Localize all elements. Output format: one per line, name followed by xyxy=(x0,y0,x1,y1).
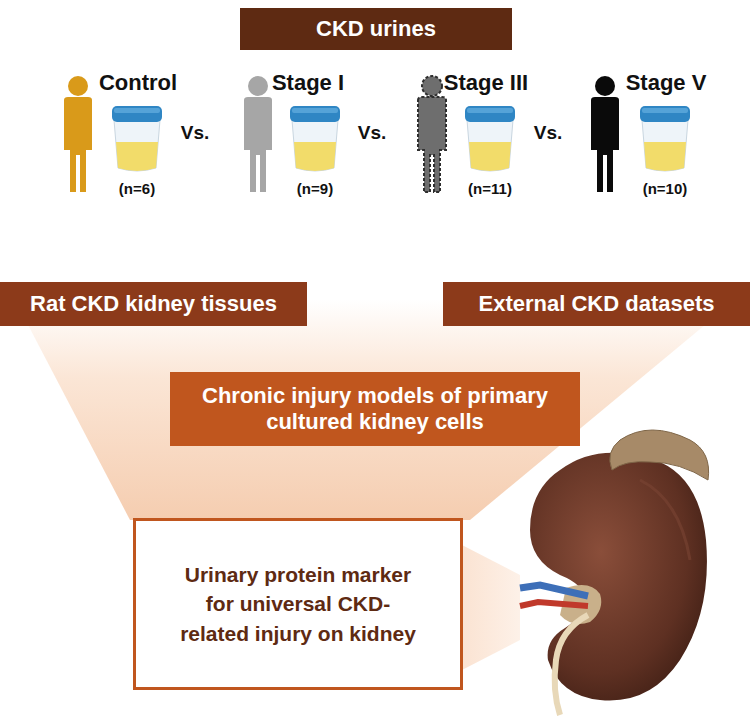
urine-cup xyxy=(112,106,162,171)
urine-cup xyxy=(640,106,690,171)
box-text: External CKD datasets xyxy=(479,291,715,317)
versus-label: Vs. xyxy=(534,122,563,144)
person-stage3 xyxy=(418,76,446,192)
box-text: CKD urines xyxy=(316,16,436,42)
group-label: Stage III xyxy=(444,70,528,96)
group-label: Stage I xyxy=(272,70,344,96)
person-stage1 xyxy=(244,76,272,192)
source-box: External CKD datasets xyxy=(443,282,750,326)
source-box: Rat CKD kidney tissues xyxy=(0,282,307,326)
sample-count: (n=11) xyxy=(468,180,512,197)
sample-count: (n=6) xyxy=(119,180,155,197)
title-box: CKD urines xyxy=(240,8,512,50)
box-text: Urinary protein marker for universal CKD… xyxy=(173,560,423,648)
versus-label: Vs. xyxy=(358,122,387,144)
urine-cup xyxy=(465,106,515,171)
urine-cup xyxy=(290,106,340,171)
person-control xyxy=(64,76,92,192)
model-box: Chronic injury models of primary culture… xyxy=(170,372,580,446)
sample-count: (n=10) xyxy=(643,180,688,197)
kidney-leader xyxy=(462,545,520,670)
kidney-illustration xyxy=(520,430,709,715)
person-stage5 xyxy=(591,76,619,192)
group-label: Stage V xyxy=(626,70,707,96)
box-text: Rat CKD kidney tissues xyxy=(30,291,277,317)
group-label: Control xyxy=(99,70,177,96)
versus-label: Vs. xyxy=(181,122,210,144)
box-text: Chronic injury models of primary culture… xyxy=(182,383,568,436)
sample-count: (n=9) xyxy=(297,180,333,197)
result-box: Urinary protein marker for universal CKD… xyxy=(133,518,463,690)
